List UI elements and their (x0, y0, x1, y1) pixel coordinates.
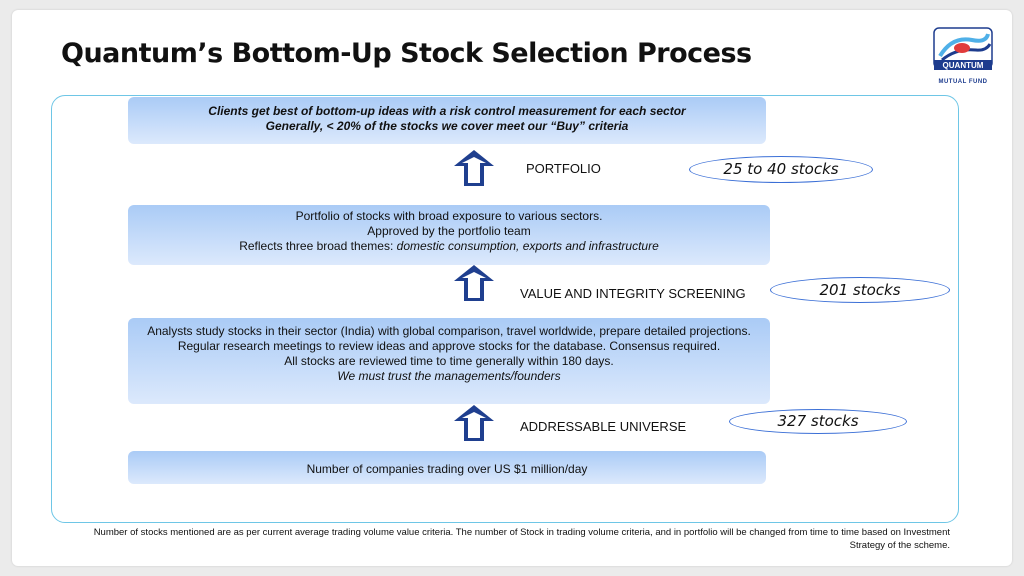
box2-line1: Portfolio of stocks with broad exposure … (295, 209, 603, 223)
stage-label-screening: VALUE AND INTEGRITY SCREENING (520, 286, 746, 301)
box1-line2: Generally, < 20% of the stocks we cover … (265, 119, 629, 133)
client-benefit-box: Clients get best of bottom-up ideas with… (128, 97, 766, 144)
footnote: Number of stocks mentioned are as per cu… (93, 527, 950, 551)
up-arrow-icon (454, 405, 494, 441)
stock-count-universe: 327 stocks (729, 409, 907, 434)
stage-label-universe: ADDRESSABLE UNIVERSE (520, 419, 687, 434)
up-arrow-icon (454, 265, 494, 301)
box2-themes: domestic consumption, exports and infras… (396, 239, 659, 253)
box3-trust-line: We must trust the managements/founders (337, 369, 561, 383)
stock-count-screening: 201 stocks (770, 277, 950, 303)
up-arrow-icon (454, 150, 494, 186)
quantum-logo: QUANTUM (933, 27, 993, 70)
box2-line2: Approved by the portfolio team (367, 224, 531, 238)
logo-subtext: MUTUAL FUND (938, 79, 988, 85)
stock-count-portfolio: 25 to 40 stocks (689, 156, 873, 183)
trading-universe-box: Number of companies trading over US $1 m… (128, 451, 766, 484)
box2-line3: Reflects three broad themes: domestic co… (128, 239, 770, 254)
box1-line1: Clients get best of bottom-up ideas with… (208, 104, 686, 118)
box3-main-text: Analysts study stocks in their sector (I… (147, 324, 751, 353)
page-title: Quantum’s Bottom-Up Stock Selection Proc… (61, 38, 752, 69)
box3-review-line: All stocks are reviewed time to time gen… (284, 354, 614, 368)
logo-wordmark: QUANTUM (943, 61, 984, 70)
box2-line3-prefix: Reflects three broad themes: (239, 239, 397, 253)
analyst-research-box: Analysts study stocks in their sector (I… (128, 318, 770, 404)
portfolio-description-box: Portfolio of stocks with broad exposure … (128, 205, 770, 265)
stage-label-portfolio: PORTFOLIO (526, 161, 601, 176)
